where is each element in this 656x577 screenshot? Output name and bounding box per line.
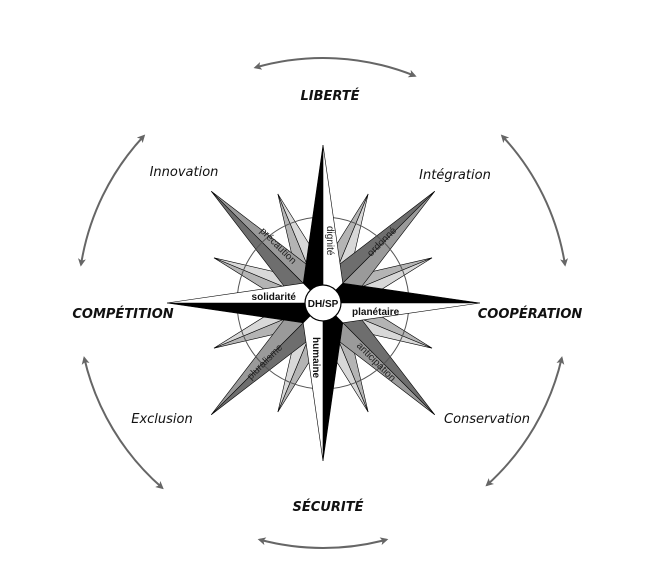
label-exclusion: Exclusion <box>131 412 192 427</box>
label-dignite: dignité <box>324 226 335 256</box>
double-arrow-icon <box>500 134 568 267</box>
double-arrow-icon <box>81 356 164 490</box>
label-liberte: LIBERTÉ <box>300 88 359 104</box>
double-arrow-icon <box>257 537 389 549</box>
label-innovation: Innovation <box>150 165 219 180</box>
cardinal-point-dark-half <box>166 302 324 324</box>
label-conservation: Conservation <box>444 412 530 427</box>
label-securite: SÉCURITÉ <box>293 499 364 515</box>
label-cooperation: COOPÉRATION <box>478 306 583 322</box>
cardinal-point-light-half <box>302 302 324 462</box>
cardinal-point-light-half <box>322 144 344 304</box>
double-arrow-icon <box>485 356 565 487</box>
compass-main-points <box>166 144 481 462</box>
double-arrow-icon <box>78 134 146 267</box>
label-competition: COMPÉTITION <box>72 306 173 322</box>
label-humaine: humaine <box>310 337 321 379</box>
label-planetaire: planétaire <box>352 307 400 318</box>
cardinal-point-dark-half <box>302 144 324 304</box>
cardinal-point-light-half <box>322 302 481 324</box>
cardinal-point-dark-half <box>322 302 344 462</box>
center-label: DH/SP <box>308 299 339 310</box>
cycle-arrows <box>78 57 568 549</box>
cardinal-point-dark-half <box>322 282 481 304</box>
cardinal-point-light-half <box>166 282 324 304</box>
label-solidarite: solidarité <box>252 292 297 303</box>
double-arrow-icon <box>253 57 417 78</box>
label-integration: Intégration <box>419 168 491 183</box>
center-circle <box>304 284 342 322</box>
